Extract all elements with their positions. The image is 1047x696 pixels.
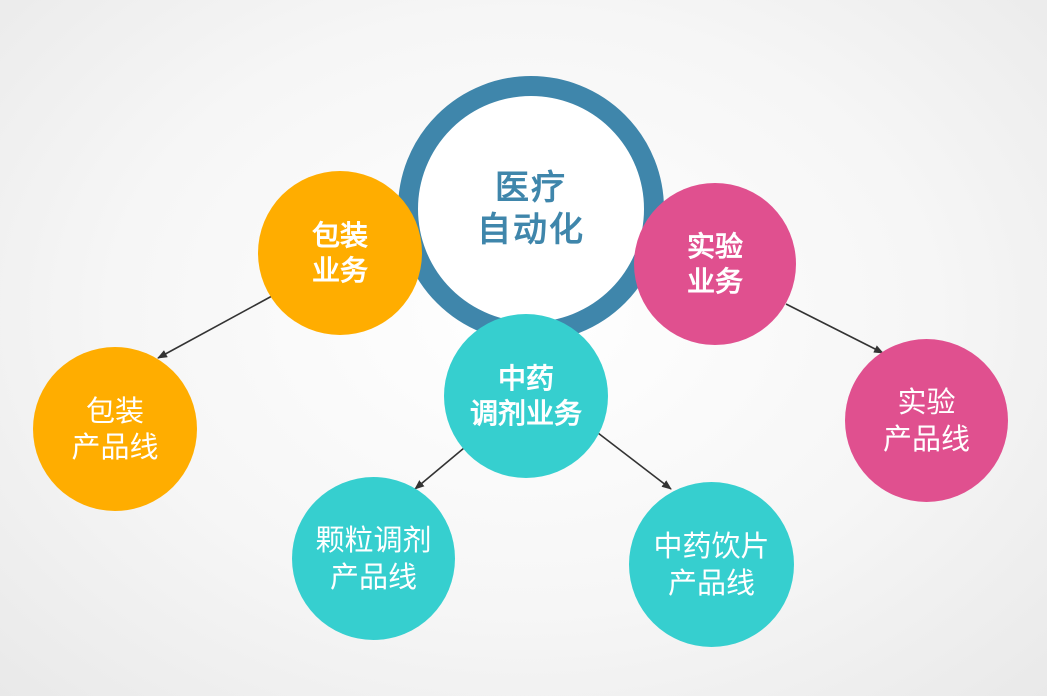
arrow-packaging-to-line <box>157 295 273 359</box>
granule-line-line1: 颗粒调剂 <box>315 523 432 558</box>
node-lab-business: 实验 业务 <box>634 183 796 345</box>
herbal-slice-line-line1: 中药饮片 <box>653 529 770 564</box>
arrow-lab-to-line <box>785 303 884 354</box>
herbal-slice-line-line2: 产品线 <box>667 565 755 600</box>
lab-business-line2: 业务 <box>686 265 743 298</box>
lab-line-line2: 产品线 <box>882 421 970 456</box>
node-herbal-slice-line: 中药饮片 产品线 <box>629 482 794 647</box>
packaging-business-line2: 业务 <box>311 254 368 287</box>
granule-line-line2: 产品线 <box>329 559 417 594</box>
lab-line-line1: 实验 <box>897 385 956 420</box>
node-lab-line: 实验 产品线 <box>845 339 1008 502</box>
arrow-tcm-to-granule <box>414 447 465 490</box>
node-packaging-business: 包装 业务 <box>258 171 422 335</box>
packaging-business-line1: 包装 <box>311 219 368 252</box>
node-granule-line: 颗粒调剂 产品线 <box>292 477 455 640</box>
packaging-line-line2: 产品线 <box>71 430 159 464</box>
center-node-medical-automation: 医疗 自动化 <box>398 76 664 342</box>
tcm-business-line2: 调剂业务 <box>469 397 582 430</box>
tcm-business-line1: 中药 <box>497 362 554 395</box>
node-packaging-line: 包装 产品线 <box>33 347 197 511</box>
lab-business-line1: 实验 <box>686 230 743 263</box>
packaging-line-line1: 包装 <box>85 393 144 428</box>
center-label-line2: 自动化 <box>477 210 585 250</box>
arrow-tcm-to-herbal <box>597 432 672 490</box>
node-tcm-business: 中药 调剂业务 <box>444 314 608 478</box>
center-label-line1: 医疗 <box>495 167 567 208</box>
